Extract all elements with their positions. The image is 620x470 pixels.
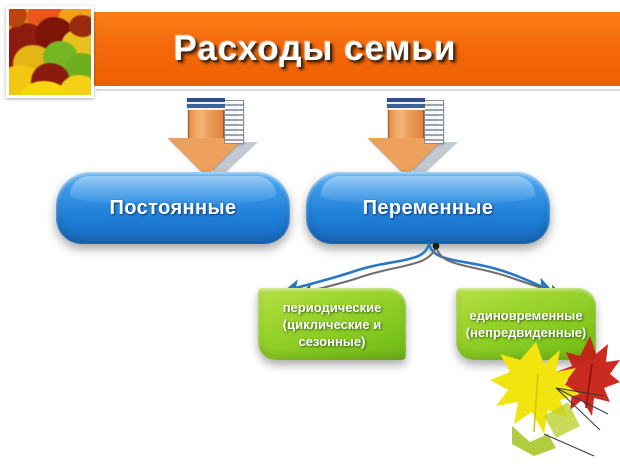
page-title: Расходы семьи (173, 29, 457, 68)
connector-gray-left (299, 245, 438, 297)
title-band (32, 12, 620, 86)
connector-blue-right (427, 242, 554, 292)
down-arrow-3d-icon (368, 98, 444, 176)
connector-blue-left (283, 242, 431, 295)
subcategory-box-edinovremennye[interactable]: единовременные (непредвиденные) (456, 288, 596, 360)
subcategory-box-periodicheskie[interactable]: периодические (циклические и сезонные) (258, 288, 406, 360)
arrow-side-stripes (224, 100, 244, 144)
category-box-label: Переменные (362, 196, 494, 219)
arrow-top-stripes (187, 98, 225, 110)
category-box-peremennye[interactable]: Переменные (306, 172, 550, 244)
down-arrow-right (366, 98, 462, 180)
down-arrow-left (166, 98, 262, 180)
category-box-label: Постоянные (109, 196, 237, 219)
subcategory-box-label: единовременные (непредвиденные) (465, 308, 587, 340)
autumn-leaves-photo (6, 6, 94, 98)
connector-gray-right (434, 245, 563, 297)
down-arrow-3d-icon (168, 98, 244, 176)
title-divider (96, 89, 620, 91)
subcategory-box-label: периодические (циклические и сезонные) (282, 299, 382, 349)
arrow-side-stripes (424, 100, 444, 144)
leaf-stems (543, 387, 609, 457)
arrow-top-stripes (387, 98, 425, 110)
category-box-postoyannye[interactable]: Постоянные (56, 172, 290, 244)
